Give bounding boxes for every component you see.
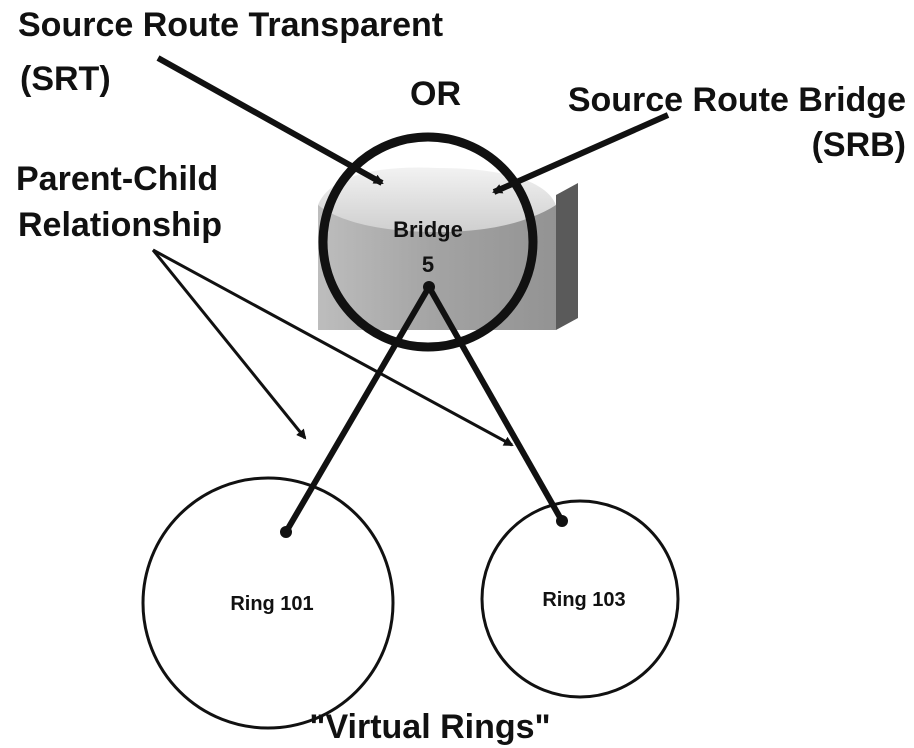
srt-arrow bbox=[156, 55, 384, 186]
parent-child-arrow-right bbox=[152, 248, 514, 447]
srt-label-line2: (SRT) bbox=[20, 60, 111, 98]
ring-101-connection-dot bbox=[280, 526, 292, 538]
bridge-circle bbox=[318, 132, 538, 352]
ring-101-circle bbox=[141, 476, 395, 730]
bridge-number: 5 bbox=[422, 252, 434, 277]
bridge-side-panel bbox=[556, 183, 578, 330]
bridge-name: Bridge bbox=[393, 217, 463, 242]
bridge-device bbox=[318, 167, 578, 330]
ring-103-label: Ring 103 bbox=[542, 589, 625, 611]
parent-child-label-line2: Relationship bbox=[18, 206, 222, 244]
srb-label-line1: Source Route Bridge bbox=[568, 81, 906, 119]
ring-101-label: Ring 101 bbox=[230, 593, 313, 615]
link-bridge-ring-101 bbox=[283, 285, 432, 534]
srt-label-line1: Source Route Transparent bbox=[18, 6, 443, 44]
or-label: OR bbox=[410, 75, 461, 113]
ring-103-connection-dot bbox=[556, 515, 568, 527]
virtual-rings-label: "Virtual Rings" bbox=[309, 708, 550, 746]
parent-child-label-line1: Parent-Child bbox=[16, 160, 218, 198]
bridge-body bbox=[318, 205, 556, 330]
parent-child-arrow-left bbox=[151, 249, 307, 440]
ring-103-circle bbox=[480, 499, 680, 699]
srb-arrow bbox=[492, 112, 670, 195]
link-bridge-ring-103 bbox=[426, 285, 565, 523]
srb-label-line2: (SRB) bbox=[812, 126, 906, 164]
